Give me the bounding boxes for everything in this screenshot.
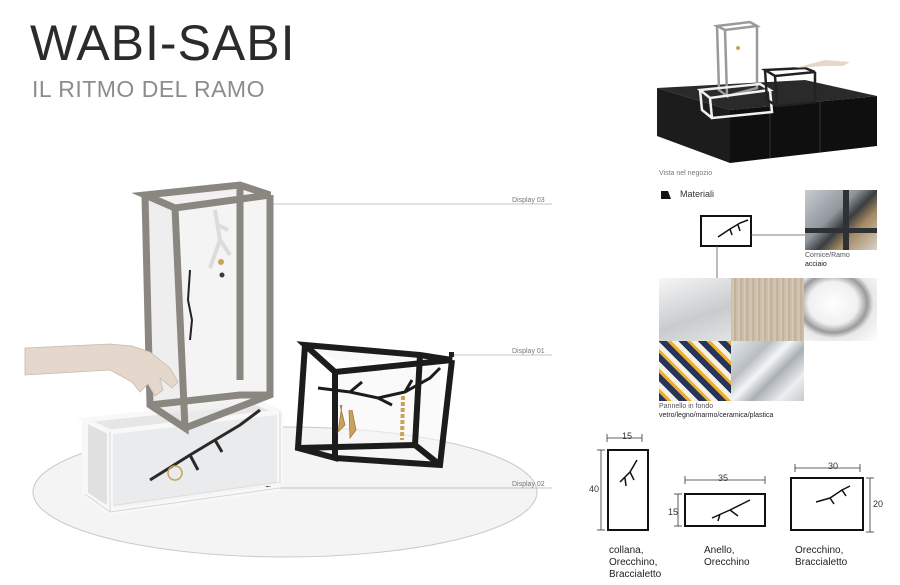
- page-title: WABI-SABI: [30, 15, 296, 71]
- wood-material-tile: [731, 278, 804, 341]
- tall-width: 15: [622, 431, 633, 441]
- callout-display-01: Display 01: [512, 348, 545, 355]
- ceramic-material-tile: [659, 341, 731, 401]
- frame-material: acciaio: [805, 261, 827, 268]
- panel-material: vetro/legno/marmo/ceramica/plastica: [659, 412, 774, 419]
- display-03-tall-box: [131, 181, 274, 435]
- callout-marker-1: [449, 352, 454, 357]
- page-subtitle: IL RITMO DEL RAMO: [32, 76, 265, 102]
- callout-display-03: Display 03: [512, 197, 545, 204]
- callout-lines: [268, 203, 552, 489]
- glass-material-tile: [659, 278, 731, 341]
- steel-material-photo: [805, 190, 877, 250]
- hand-left-illustration: [24, 343, 179, 397]
- callout-display-02: Display 02: [512, 481, 545, 488]
- wide-width: 35: [718, 473, 729, 483]
- display-01-black-box: [294, 341, 455, 469]
- dimension-drawings: [597, 434, 874, 533]
- plastic-material-tile: [731, 341, 804, 401]
- medium-width: 30: [828, 461, 839, 471]
- frame-label: Cornice/Ramo: [805, 252, 850, 259]
- medium-caption: Orecchino, Braccialetto: [795, 545, 848, 568]
- shop-view-render: [657, 20, 877, 163]
- panel-label: Pannello in fondo: [659, 403, 714, 410]
- wide-caption: Anello, Orecchino: [704, 545, 750, 568]
- tall-caption: collana, Orecchino, Braccialetto: [609, 545, 662, 580]
- materials-frame-diagram: [700, 215, 805, 294]
- materials-heading: Materiali: [680, 189, 715, 199]
- tall-height: 40: [589, 484, 600, 494]
- wide-height: 15: [668, 507, 679, 517]
- medium-height: 20: [873, 499, 884, 509]
- marble-material-tile: [804, 278, 877, 341]
- shop-view-caption: Vista nel negozio: [659, 170, 713, 177]
- materials-marker-icon: [661, 191, 671, 199]
